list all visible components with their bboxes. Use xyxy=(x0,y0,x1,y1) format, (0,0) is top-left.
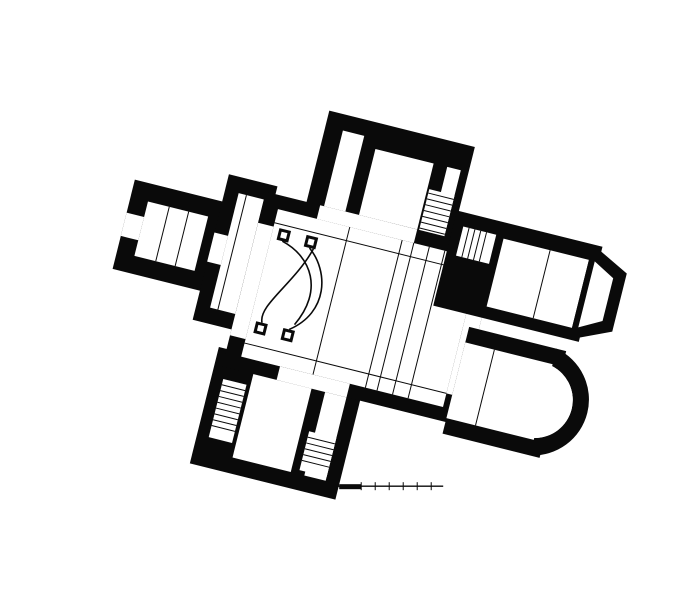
plan-group xyxy=(112,110,627,500)
north-vestry xyxy=(433,210,627,342)
chancel xyxy=(442,326,589,458)
north-stair xyxy=(417,189,455,243)
south-transept xyxy=(189,346,365,500)
south-stair-east xyxy=(299,431,337,477)
west-bay-columns xyxy=(253,228,323,343)
vestry-stair xyxy=(456,226,497,264)
south-stair-west xyxy=(208,378,247,443)
scale-bar-first-division xyxy=(339,484,362,490)
nave xyxy=(222,191,499,425)
scale-bar xyxy=(337,482,444,491)
narthex xyxy=(192,174,278,332)
west-porch xyxy=(112,179,232,294)
